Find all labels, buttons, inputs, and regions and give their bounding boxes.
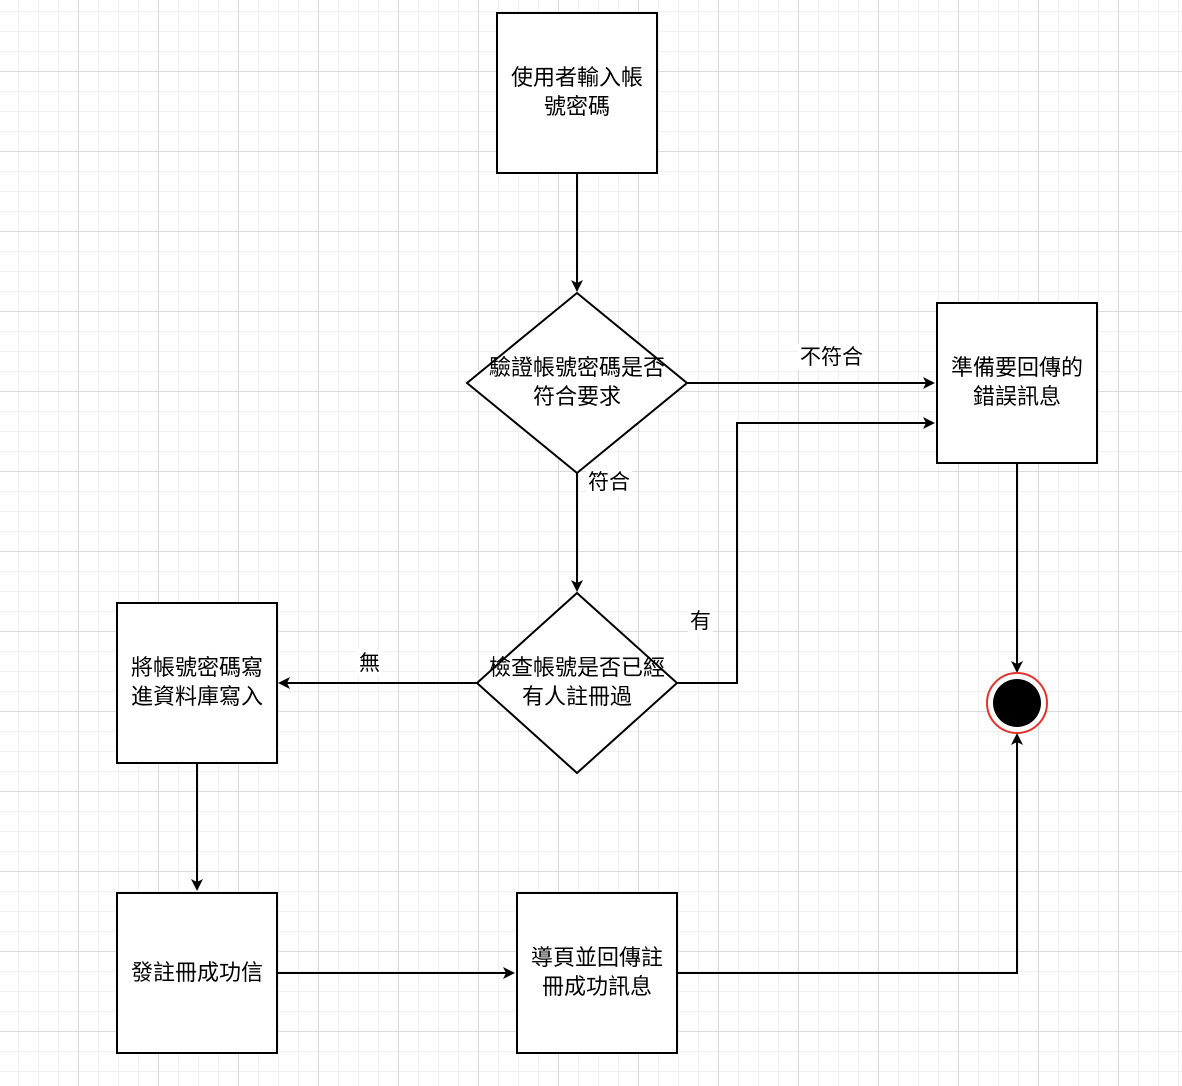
redirect-label: 導頁並回傳註 冊成功訊息 — [530, 946, 663, 1000]
redirect-box[interactable] — [516, 892, 678, 1054]
edge-label-not-valid: 不符合 — [798, 344, 865, 370]
send-mail-box[interactable] — [116, 892, 278, 1054]
edge-check-to-error — [677, 417, 935, 684]
edge-label-valid: 符合 — [586, 469, 632, 495]
validate-diamond[interactable] — [465, 291, 689, 475]
validate-label: 驗證帳號密碼是否 符合要求 — [488, 356, 665, 410]
error-label: 準備要回傳的 錯誤訊息 — [950, 356, 1083, 410]
edge-redirect-to-end — [677, 733, 1023, 974]
error-box[interactable] — [936, 302, 1098, 464]
input-label: 使用者輸入帳 號密碼 — [510, 66, 643, 120]
edge-label-not-exists: 無 — [357, 650, 382, 676]
write-db-box[interactable] — [116, 602, 278, 764]
edge-label-exists: 有 — [688, 608, 713, 634]
end-node[interactable] — [986, 672, 1048, 734]
end-node-fill — [993, 679, 1041, 727]
input-box[interactable] — [496, 12, 658, 174]
write-db-label: 將帳號密碼寫 進資料庫寫入 — [130, 656, 263, 710]
send-mail-label: 發註冊成功信 — [130, 960, 263, 986]
check-exists-diamond[interactable] — [475, 591, 679, 775]
check-exists-label: 檢查帳號是否已經 有人註冊過 — [488, 656, 665, 710]
